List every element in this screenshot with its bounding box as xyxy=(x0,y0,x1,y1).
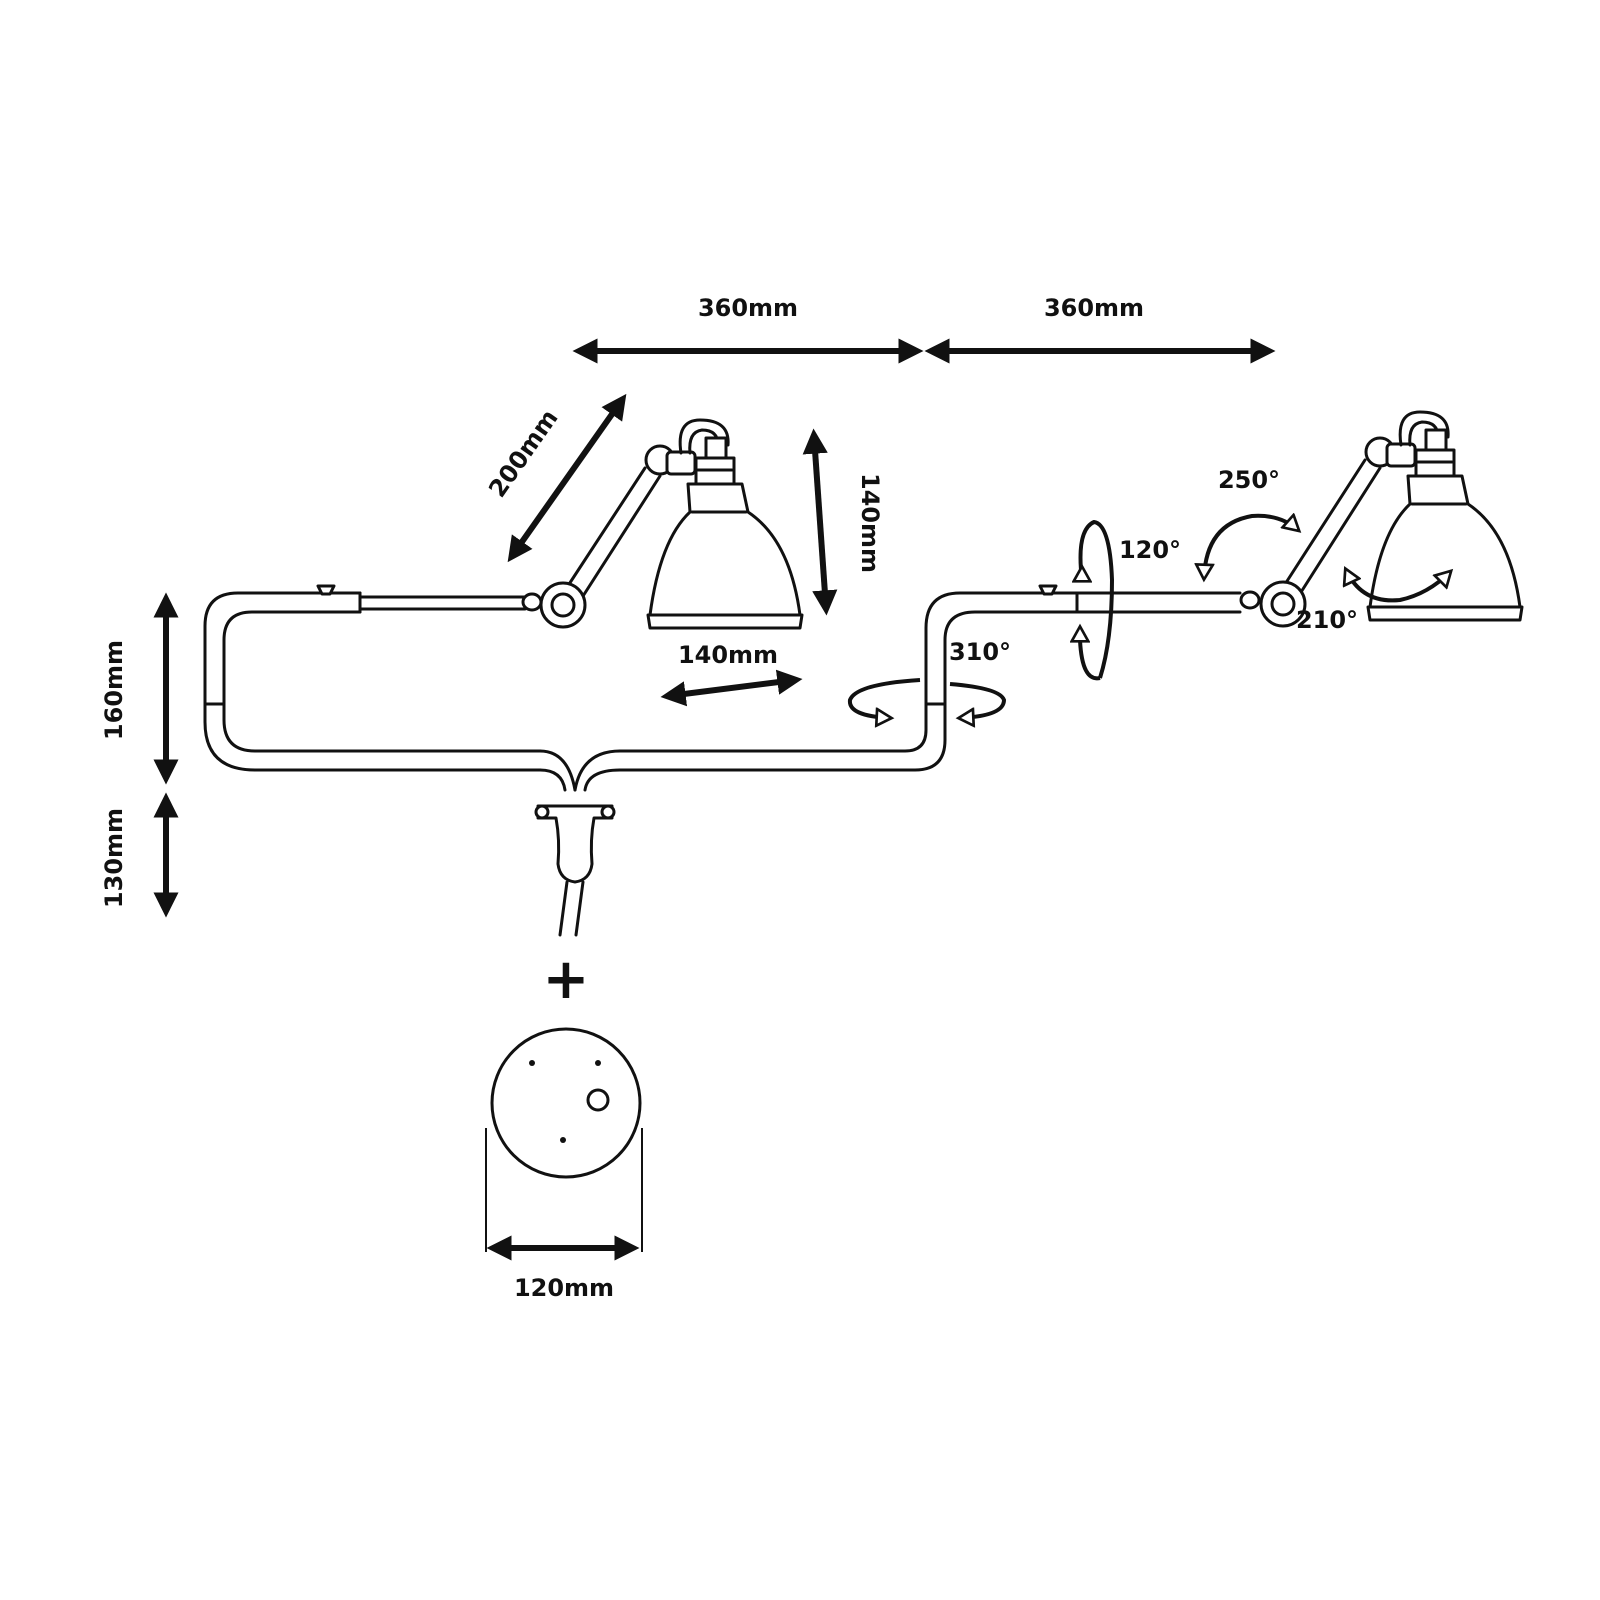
shade-height-label: 140mm xyxy=(856,473,884,573)
shade-tilt-lower-label: 210° xyxy=(1296,606,1358,634)
arm-rotation-label: 120° xyxy=(1119,536,1181,564)
clamp xyxy=(534,804,616,937)
shade-width-arrow xyxy=(660,669,803,707)
base-plate xyxy=(490,1027,642,1179)
vertical-offset-label: 160mm xyxy=(100,640,128,740)
pivot-rotation-label: 310° xyxy=(949,638,1011,666)
right-clip-icon xyxy=(1038,584,1058,596)
dimension-arrows xyxy=(153,338,1276,1261)
upper-arm-arrow xyxy=(507,393,627,563)
tube-frame xyxy=(203,584,1242,792)
arm-left-label: 360mm xyxy=(698,294,798,322)
left-lamp xyxy=(521,418,804,630)
base-diameter-label: 120mm xyxy=(514,1274,614,1302)
clamp-height-label: 130mm xyxy=(100,808,128,908)
rotation-indicators xyxy=(847,516,1450,718)
shade-tilt-upper-icon xyxy=(1204,516,1298,578)
shade-width-label: 140mm xyxy=(678,641,778,669)
upper-arm-label: 200mm xyxy=(483,404,563,502)
shade-height-arrow xyxy=(802,428,838,616)
arm-right-label: 360mm xyxy=(1044,294,1144,322)
pivot-rotation-right-icon xyxy=(949,682,1007,718)
shade-tilt-upper-label: 250° xyxy=(1218,466,1280,494)
left-clip-icon xyxy=(316,584,336,596)
plus-sign: + xyxy=(543,947,590,1012)
pivot-rotation-left-icon xyxy=(847,678,921,718)
arm-rotation-top-icon xyxy=(1078,519,1115,679)
shade-tilt-lower-icon xyxy=(1346,570,1450,603)
arm-rotation-bottom-icon xyxy=(1080,628,1101,681)
